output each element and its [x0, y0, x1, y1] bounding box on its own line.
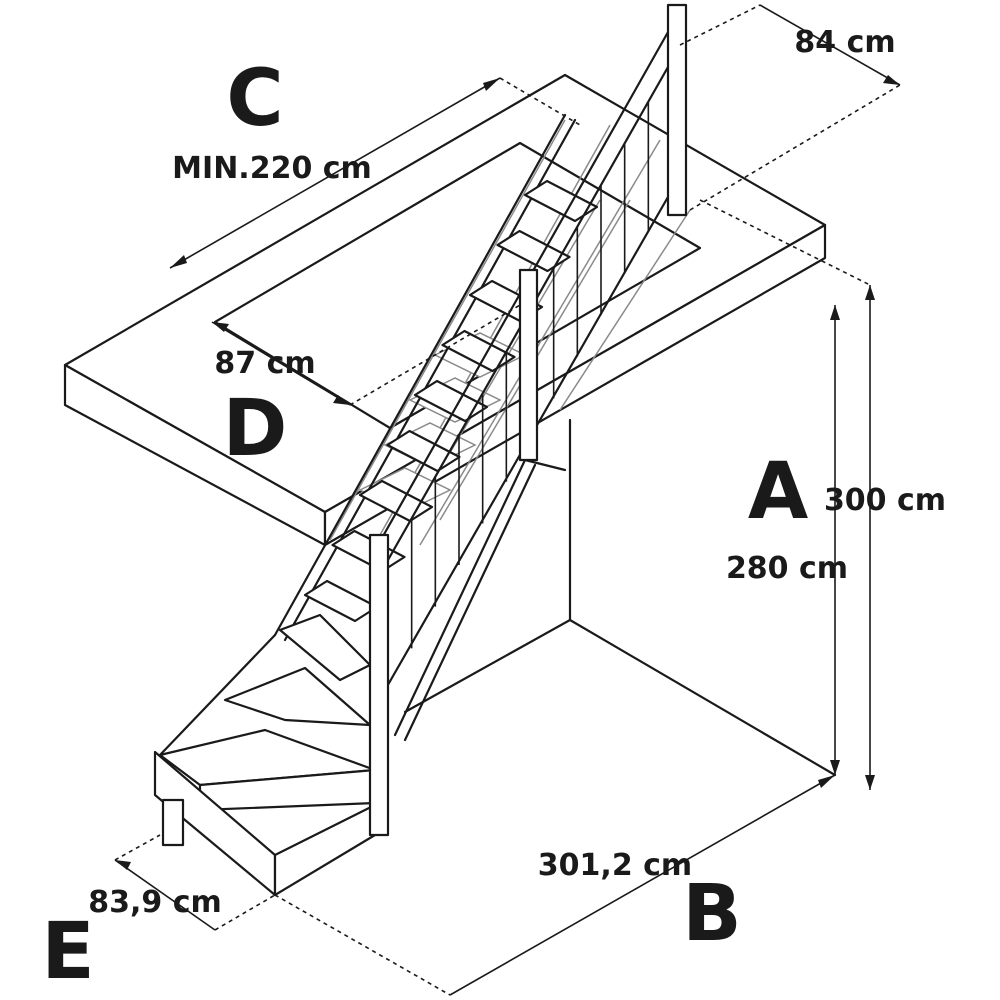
newel-posts — [368, 3, 688, 837]
label-top-width: 84 cm — [794, 25, 895, 60]
label-d-letter: D — [223, 384, 288, 474]
label-a-value-2: 280 cm — [726, 551, 848, 586]
label-e-value: 83,9 cm — [88, 885, 222, 920]
stair-tread — [496, 229, 571, 273]
label-e-letter: E — [41, 907, 94, 997]
label-d-value: 87 cm — [214, 346, 315, 381]
middle-newel-post — [518, 268, 539, 462]
room-outline — [403, 305, 837, 777]
stair-tread — [358, 479, 434, 523]
bottom-step-box — [153, 750, 377, 897]
label-b-letter: B — [682, 869, 741, 959]
label-c-letter: C — [226, 54, 283, 144]
upper-floor-slab — [63, 73, 827, 547]
label-b-value: 301,2 cm — [538, 848, 692, 883]
stair-tread — [303, 579, 379, 623]
top-newel-post — [666, 3, 688, 217]
bottom-newel-post — [368, 533, 390, 837]
label-c-value: MIN.220 cm — [172, 151, 372, 186]
dimension-lines — [114, 4, 901, 996]
stair-tread — [441, 329, 516, 373]
stair-tread — [523, 179, 599, 223]
stair-tread — [413, 379, 489, 423]
label-a-letter: A — [748, 447, 808, 537]
winder-treads — [158, 613, 377, 812]
label-a-value-1: 300 cm — [824, 483, 946, 518]
